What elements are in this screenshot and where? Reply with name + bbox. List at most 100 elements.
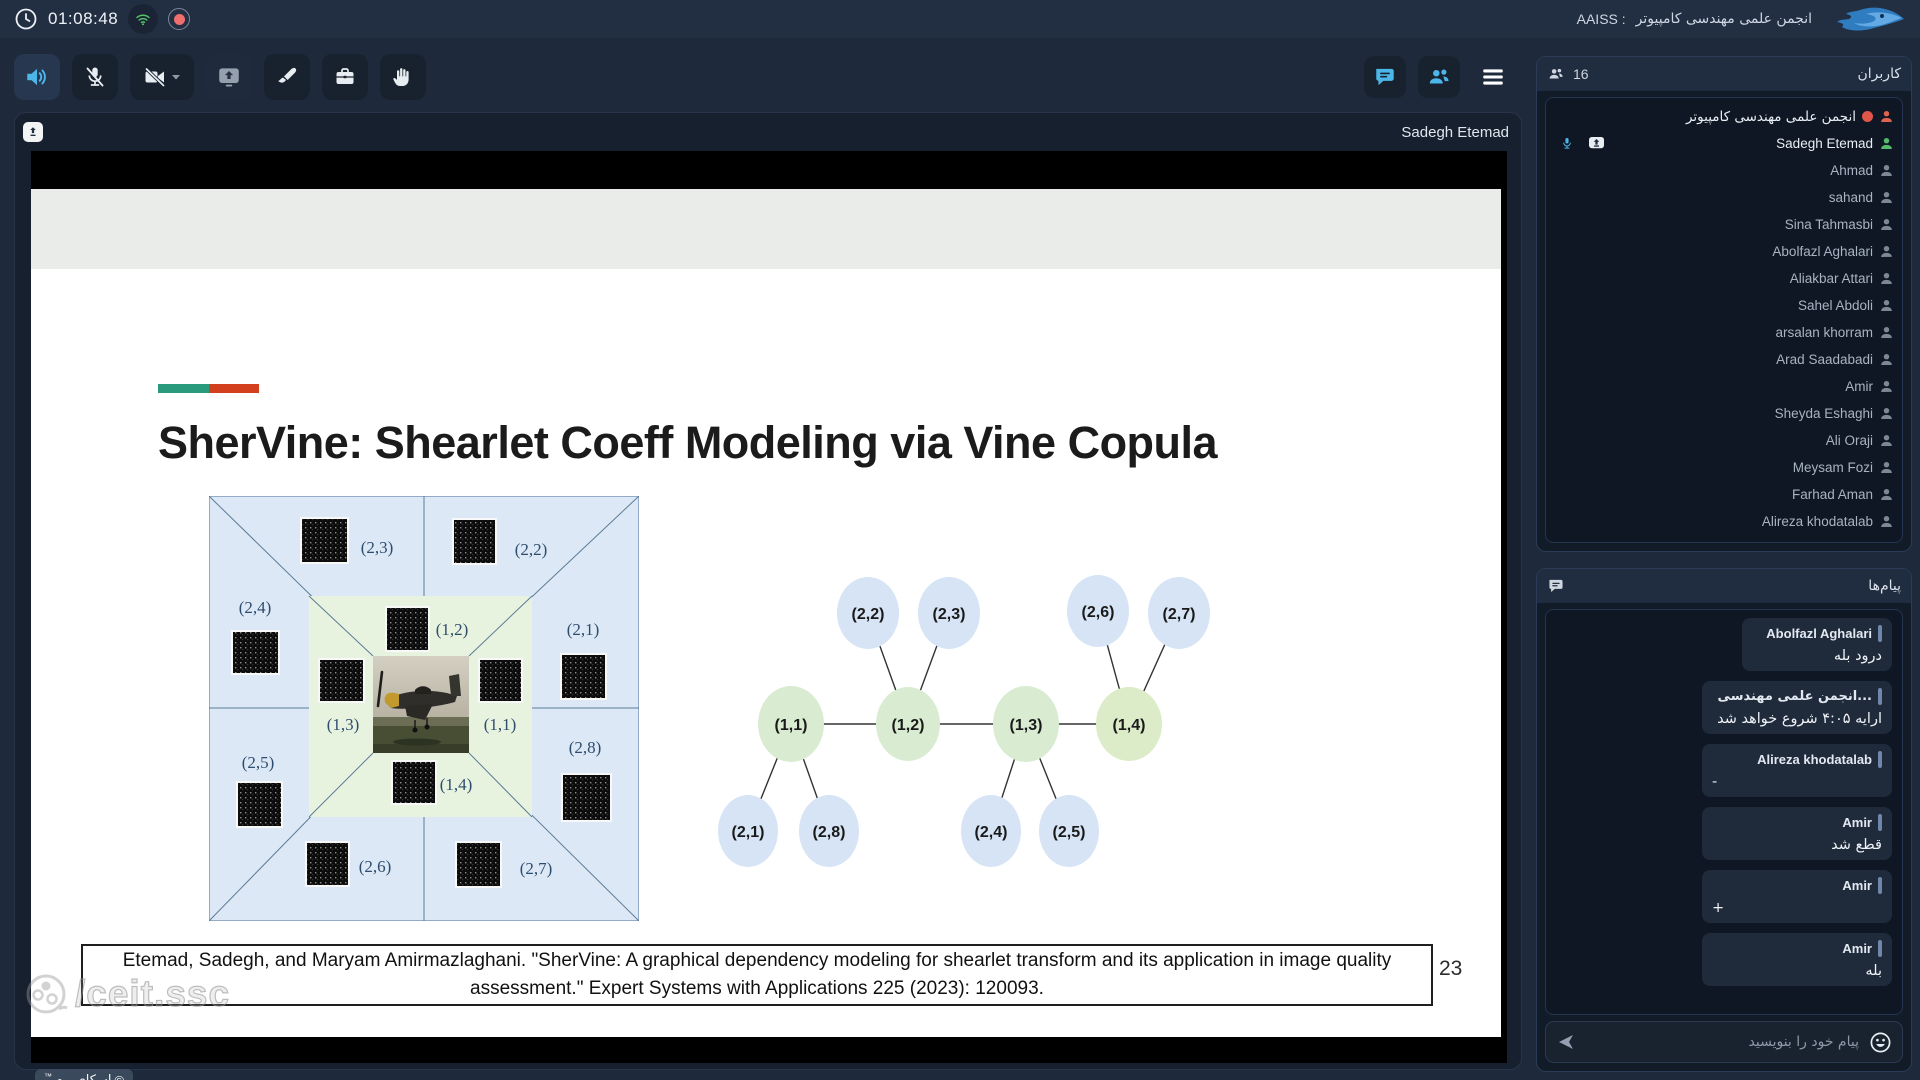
camera-muted-icon bbox=[144, 67, 166, 88]
speaker-button[interactable] bbox=[14, 54, 60, 100]
tree-node-label: (2,4) bbox=[975, 824, 1008, 841]
chevron-down-icon bbox=[172, 74, 180, 79]
copyright-mark: © bbox=[114, 1073, 124, 1080]
aaiss-logo bbox=[1837, 7, 1904, 31]
user-row[interactable]: sahand bbox=[1554, 184, 1894, 211]
message-input[interactable] bbox=[1586, 1034, 1859, 1050]
subband-label: (1,2) bbox=[436, 620, 469, 639]
user-row[interactable]: Alireza khodatalab bbox=[1554, 508, 1894, 535]
chat-message[interactable]: Abolfazl Aghalari درود بله bbox=[1742, 618, 1892, 671]
user-row[interactable]: arsalan khorram bbox=[1554, 319, 1894, 346]
annotate-button[interactable] bbox=[264, 54, 310, 100]
users-panel-header: 16 کاربران bbox=[1537, 57, 1911, 91]
shearlet-figure: (2,3) (2,2) (2,4) (1,2) (2,1) (1,3) (1,1… bbox=[209, 496, 639, 921]
user-row[interactable]: انجمن علمی مهندسی کامپیوتر bbox=[1554, 103, 1894, 130]
subband-label: (2,4) bbox=[239, 598, 272, 617]
messages-list-box: Abolfazl Aghalari درود بله انجمن علمی مه… bbox=[1545, 609, 1903, 1015]
subband-label: (2,6) bbox=[359, 857, 392, 876]
tree-node-label: (2,5) bbox=[1053, 824, 1086, 841]
org-abbrev: AAISS : bbox=[1576, 11, 1626, 27]
sender-bar bbox=[1878, 877, 1882, 894]
user-count: 16 bbox=[1573, 66, 1589, 82]
users-panel-title: کاربران bbox=[1857, 66, 1901, 82]
user-row[interactable]: Amir bbox=[1554, 373, 1894, 400]
menu-icon bbox=[1483, 69, 1503, 85]
tree-node-label: (1,4) bbox=[1113, 717, 1146, 734]
tree-node-label: (2,1) bbox=[732, 824, 765, 841]
sender-bar bbox=[1878, 688, 1882, 705]
chat-message[interactable]: Amir بله bbox=[1702, 933, 1892, 986]
citation-box: Etemad, Sadegh, and Maryam Amirmazlaghan… bbox=[81, 944, 1433, 1006]
sender-bar bbox=[1878, 625, 1882, 642]
watermark-text: /ceit.ssc bbox=[74, 972, 231, 1014]
users-panel: 16 کاربران انجمن علمی مهندسی کامپیوتر Sa… bbox=[1536, 56, 1912, 552]
raise-hand-button[interactable] bbox=[380, 54, 426, 100]
tree-node-label: (2,2) bbox=[852, 606, 885, 623]
tree-node-label: (2,8) bbox=[813, 824, 846, 841]
vine-tree-figure: (2,2) (2,3) (2,6) (2,7) (1,1) (1,2) (1,3… bbox=[718, 575, 1210, 867]
presenter-name-label: Sadegh Etemad bbox=[1401, 123, 1509, 141]
user-row[interactable]: Sahel Abdoli bbox=[1554, 292, 1894, 319]
user-row[interactable]: Abolfazl Aghalari bbox=[1554, 238, 1894, 265]
user-row[interactable]: Meysam Fozi bbox=[1554, 454, 1894, 481]
screenshare-indicator[interactable] bbox=[23, 122, 43, 142]
chat-message[interactable]: Amir قطع شد bbox=[1702, 807, 1892, 860]
person-icon bbox=[1881, 272, 1892, 284]
menu-button[interactable] bbox=[1472, 56, 1514, 98]
tree-node-label: (1,2) bbox=[892, 717, 925, 734]
person-icon bbox=[1881, 164, 1892, 176]
shared-screen: SherVine: Shearlet Coeff Modeling via Vi… bbox=[26, 151, 1507, 1080]
chat-message[interactable]: Alireza khodatalab - bbox=[1702, 744, 1892, 797]
user-row[interactable]: Arad Saadabadi bbox=[1554, 346, 1894, 373]
subband-label: (2,2) bbox=[515, 540, 548, 559]
network-status-button[interactable] bbox=[128, 4, 159, 34]
microphone-icon bbox=[1563, 137, 1571, 149]
messages-panel-title: پیام‌ها bbox=[1868, 578, 1901, 594]
sidebar: 16 کاربران انجمن علمی مهندسی کامپیوتر Sa… bbox=[1536, 48, 1912, 1074]
watermark: /ceit.ssc bbox=[23, 971, 230, 1017]
briefcase-icon bbox=[336, 68, 354, 84]
screen-share-icon bbox=[219, 68, 239, 87]
files-button[interactable] bbox=[322, 54, 368, 100]
tree-node-label: (2,7) bbox=[1163, 606, 1196, 623]
person-icon bbox=[1881, 515, 1892, 527]
user-row[interactable]: Sadegh Etemad bbox=[1554, 130, 1894, 157]
airplane-photo bbox=[373, 656, 469, 753]
camera-mute-button[interactable] bbox=[130, 54, 194, 100]
subband-thumbnails bbox=[231, 517, 612, 888]
participants-toggle-button[interactable] bbox=[1418, 56, 1460, 98]
send-icon[interactable] bbox=[1556, 1032, 1576, 1052]
messages-panel: پیام‌ها Abolfazl Aghalari درود بله انجمن… bbox=[1536, 568, 1912, 1072]
session-timer: 01:08:48 bbox=[48, 9, 119, 28]
users-list-box: انجمن علمی مهندسی کامپیوتر Sadegh Etemad… bbox=[1545, 97, 1903, 543]
messages-panel-header: پیام‌ها bbox=[1537, 569, 1911, 603]
record-indicator[interactable] bbox=[168, 8, 191, 30]
tree-node-label: (1,1) bbox=[775, 717, 808, 734]
person-icon bbox=[1881, 218, 1892, 230]
participants-icon bbox=[1549, 68, 1563, 79]
emoji-icon[interactable] bbox=[1869, 1031, 1892, 1054]
chat-message[interactable]: Amir + bbox=[1702, 870, 1892, 923]
person-icon bbox=[1881, 488, 1892, 500]
tree-node-label: (2,3) bbox=[933, 606, 966, 623]
person-icon bbox=[1881, 299, 1892, 311]
film-reel-icon bbox=[26, 974, 68, 1014]
person-icon bbox=[1881, 137, 1892, 149]
chat-icon bbox=[1376, 68, 1394, 86]
toolbar bbox=[0, 48, 1528, 106]
screen-share-button[interactable] bbox=[206, 54, 252, 100]
chat-toggle-button[interactable] bbox=[1364, 56, 1406, 98]
user-row[interactable]: Sina Tahmasbi bbox=[1554, 211, 1894, 238]
user-row[interactable]: Ahmad bbox=[1554, 157, 1894, 184]
person-icon bbox=[1881, 407, 1892, 419]
user-row[interactable]: Farhad Aman bbox=[1554, 481, 1894, 508]
accent-bar bbox=[158, 384, 259, 393]
cast-icon bbox=[30, 127, 36, 137]
microphone-mute-button[interactable] bbox=[72, 54, 118, 100]
user-row[interactable]: Aliakbar Attari bbox=[1554, 265, 1894, 292]
chat-message[interactable]: انجمن علمی مهندسی... ارایه ۴:۰۵ شروع خوا… bbox=[1702, 681, 1892, 734]
user-row[interactable]: Ali Oraji bbox=[1554, 427, 1894, 454]
person-icon bbox=[1881, 353, 1892, 365]
person-icon bbox=[1881, 434, 1892, 446]
user-row[interactable]: Sheyda Eshaghi bbox=[1554, 400, 1894, 427]
